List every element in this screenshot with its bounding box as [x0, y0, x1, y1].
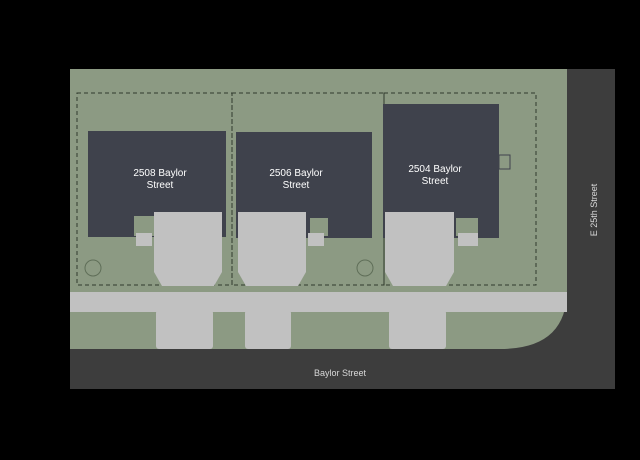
driveway-apron [238, 212, 306, 286]
side-box [498, 154, 511, 170]
house-label-line1: 2508 Baylor [133, 168, 187, 179]
e-25th-street-road [70, 69, 615, 389]
driveway-apron [154, 212, 222, 286]
sidewalk [70, 292, 567, 312]
porch [456, 218, 478, 236]
step [308, 233, 324, 246]
driveway-apron [385, 212, 454, 286]
lot-boundary-2508 [76, 92, 233, 286]
house-2504[interactable]: 2504 Baylor Street [383, 104, 511, 286]
street-label-right: E 25th Street [589, 183, 599, 236]
landscape-markers [84, 259, 374, 277]
driveway-lower-2506 [245, 310, 291, 349]
porch [310, 218, 328, 236]
street-label-bottom: Baylor Street [314, 368, 367, 378]
sidewalk-corner [560, 292, 567, 312]
step [458, 233, 478, 246]
house-label-line1: 2506 Baylor [269, 168, 323, 179]
driveway-lower-2508 [156, 310, 213, 349]
tree-icon [356, 259, 374, 277]
driveways [156, 310, 446, 349]
house-label-line2: Street [147, 180, 174, 191]
house-label-line1: 2504 Baylor [408, 164, 462, 175]
tree-icon [84, 259, 102, 277]
house-2506[interactable]: 2506 Baylor Street [236, 132, 372, 286]
driveway-lower-2504 [389, 310, 446, 349]
house-label-line2: Street [283, 180, 310, 191]
house-2508[interactable]: 2508 Baylor Street [88, 131, 226, 286]
house-label-line2: Street [422, 176, 449, 187]
step [136, 233, 152, 246]
porch [134, 216, 154, 236]
